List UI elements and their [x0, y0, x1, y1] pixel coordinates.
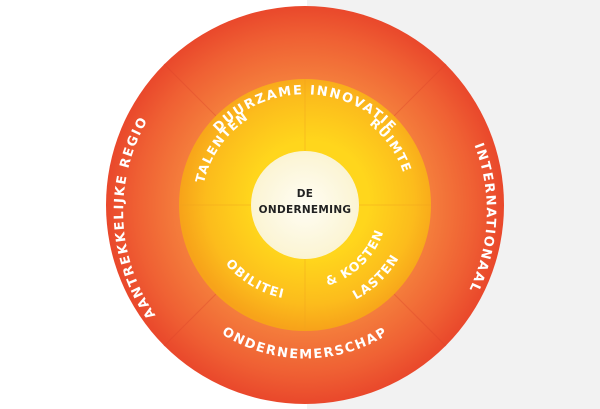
center-circle	[251, 151, 359, 259]
center-title-line1: DE	[297, 188, 314, 200]
center-title-line2: ONDERNEMING	[259, 204, 352, 216]
